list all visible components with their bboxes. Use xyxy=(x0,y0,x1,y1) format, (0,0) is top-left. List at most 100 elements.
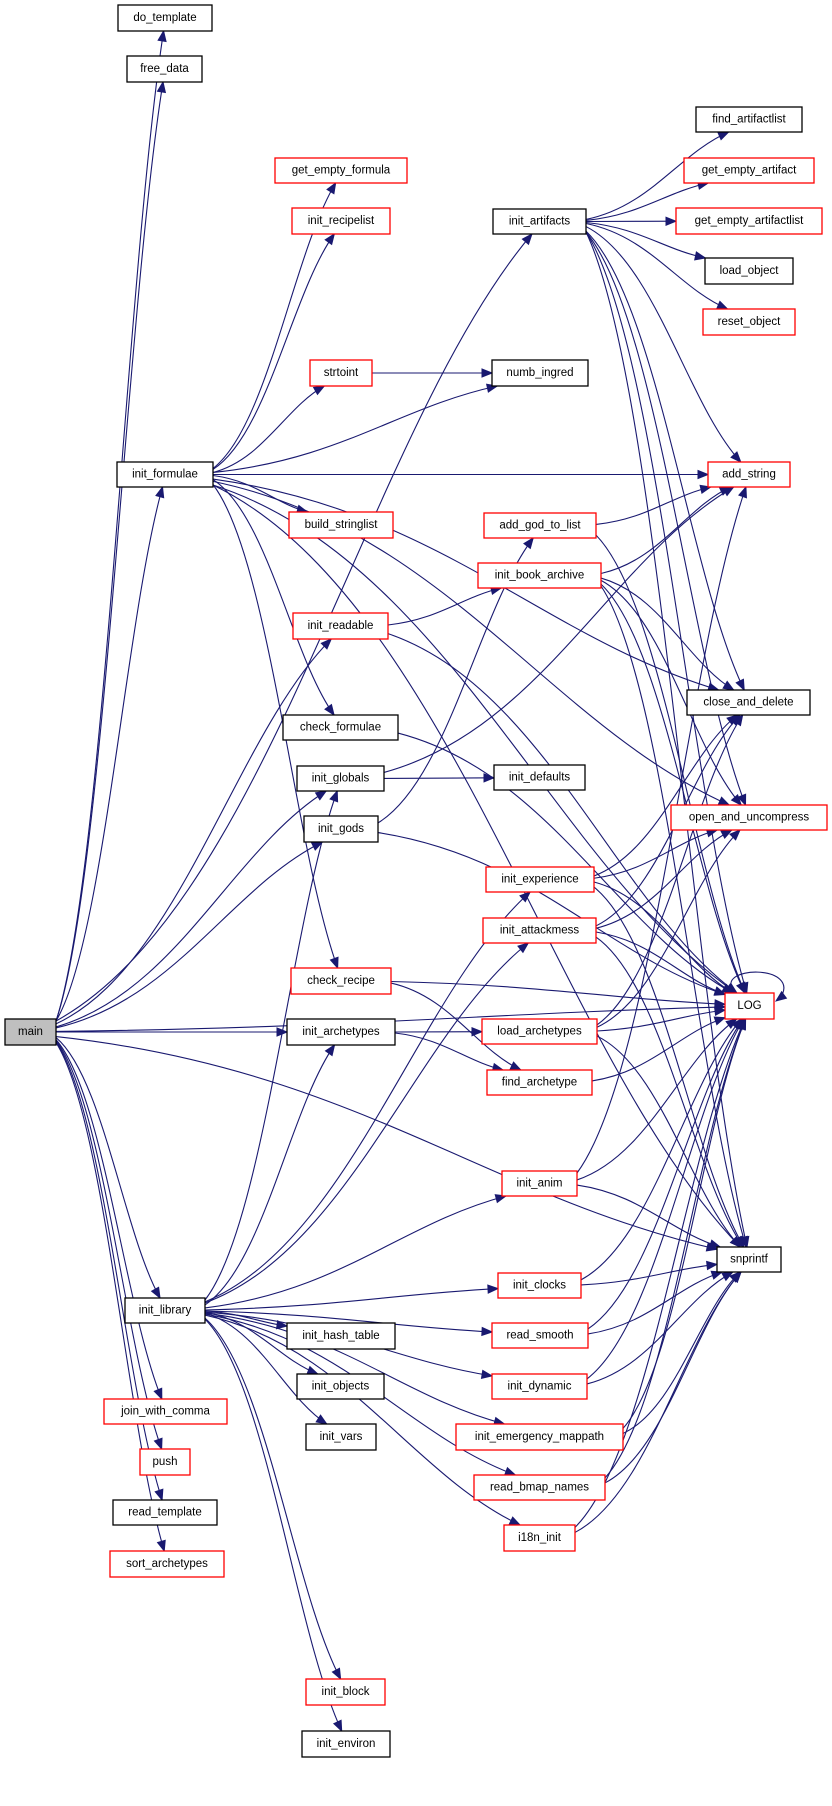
edge-init-emergency-mappath-to-log-line xyxy=(622,1018,747,1429)
node-check-formulae[interactable]: check_formulae xyxy=(282,714,399,741)
node-read-smooth-label: read_smooth xyxy=(506,1330,573,1342)
edge-init-attackmess-to-log xyxy=(595,931,727,996)
node-load-object-label: load_object xyxy=(720,265,780,277)
edge-load-archetypes-to-close-and-delete-line xyxy=(596,714,744,1026)
edge-load-archetypes-to-snprintf-arrowhead xyxy=(729,1236,742,1248)
edge-init-anim-to-snprintf-arrowhead xyxy=(708,1239,722,1249)
node-init-environ[interactable]: init_environ xyxy=(301,1730,391,1758)
node-init-dynamic[interactable]: init_dynamic xyxy=(491,1373,588,1400)
node-numb-ingred[interactable]: numb_ingred xyxy=(491,359,589,387)
node-init-block-box xyxy=(305,1678,386,1706)
edge-main-to-sort-archetypes-arrowhead xyxy=(156,1539,166,1553)
node-init-readable[interactable]: init_readable xyxy=(292,612,389,640)
node-init-emergency-mappath[interactable]: init_emergency_mappath xyxy=(455,1423,624,1451)
edge-init-formulae-to-check-recipe-arrowhead xyxy=(329,956,339,970)
node-snprintf[interactable]: snprintf xyxy=(716,1246,782,1273)
node-get-empty-artifactlist[interactable]: get_empty_artifactlist xyxy=(675,207,823,235)
edge-init-gods-to-add-god-to-list-arrowhead xyxy=(523,536,535,550)
edge-init-globals-to-add-string-arrowhead xyxy=(722,486,735,497)
node-find-artifactlist[interactable]: find_artifactlist xyxy=(695,106,803,133)
node-strtoint[interactable]: strtoint xyxy=(309,359,373,387)
edge-check-recipe-to-log xyxy=(390,980,727,1009)
node-init-experience-label: init_experience xyxy=(501,874,578,886)
node-free-data[interactable]: free_data xyxy=(126,55,203,83)
node-init-library[interactable]: init_library xyxy=(124,1297,206,1324)
edge-init-formulae-to-add-string xyxy=(213,469,710,480)
node-read-template[interactable]: read_template xyxy=(112,1499,218,1526)
node-init-clocks-label: init_clocks xyxy=(513,1280,566,1292)
node-push[interactable]: push xyxy=(139,1448,191,1476)
node-init-archetypes-label: init_archetypes xyxy=(302,1026,380,1038)
node-read-smooth[interactable]: read_smooth xyxy=(491,1322,589,1349)
edge-main-to-init-formulae xyxy=(55,485,165,1022)
edge-init-library-to-init-globals xyxy=(204,789,339,1301)
node-init-anim-label: init_anim xyxy=(516,1178,562,1190)
node-add-string[interactable]: add_string xyxy=(707,461,791,488)
node-init-dynamic-label: init_dynamic xyxy=(508,1381,572,1393)
edge-main-to-init-library xyxy=(55,1037,161,1300)
node-init-hash-table[interactable]: init_hash_table xyxy=(286,1322,396,1350)
node-do-template[interactable]: do_template xyxy=(117,4,213,32)
node-log[interactable]: LOG xyxy=(724,992,775,1020)
edge-load-archetypes-to-close-and-delete-arrowhead xyxy=(732,713,744,727)
edge-main-to-snprintf-line xyxy=(55,1036,718,1250)
node-reset-object-label: reset_object xyxy=(718,316,781,328)
node-init-vars[interactable]: init_vars xyxy=(305,1423,377,1451)
node-check-recipe[interactable]: check_recipe xyxy=(290,967,392,995)
node-close-and-delete[interactable]: close_and_delete xyxy=(686,689,811,716)
node-init-archetypes[interactable]: init_archetypes xyxy=(286,1018,396,1046)
node-init-block[interactable]: init_block xyxy=(305,1678,386,1706)
edge-log-to-log xyxy=(730,971,788,1002)
edge-init-attackmess-to-log-line xyxy=(595,931,726,995)
edge-init-readable-to-init-book-archive-line xyxy=(387,587,502,626)
edge-main-to-init-artifacts-line xyxy=(55,233,533,1022)
edge-i18n-init-to-log-arrowhead xyxy=(736,1017,746,1031)
node-reset-object[interactable]: reset_object xyxy=(702,308,796,336)
node-join-with-comma[interactable]: join_with_comma xyxy=(103,1398,228,1425)
edge-init-experience-to-snprintf-line xyxy=(593,886,745,1248)
node-load-object[interactable]: load_object xyxy=(704,257,794,285)
node-sort-archetypes[interactable]: sort_archetypes xyxy=(109,1550,225,1578)
edge-init-library-to-init-experience-line xyxy=(204,891,531,1303)
node-init-anim[interactable]: init_anim xyxy=(501,1170,578,1197)
edge-init-clocks-to-log-line xyxy=(580,1018,742,1281)
node-init-artifacts[interactable]: init_artifacts xyxy=(492,208,587,235)
edge-init-artifacts-to-load-object-line xyxy=(585,221,706,259)
edge-init-artifacts-to-close-and-delete xyxy=(585,230,745,692)
node-sort-archetypes-label: sort_archetypes xyxy=(126,1558,208,1570)
node-init-experience-box xyxy=(485,866,595,893)
node-init-defaults-label: init_defaults xyxy=(509,772,571,784)
edge-init-artifacts-to-get-empty-artifact-line xyxy=(585,182,709,222)
node-get-empty-artifact[interactable]: get_empty_artifact xyxy=(683,157,815,184)
edge-init-artifacts-to-find-artifactlist-arrowhead xyxy=(717,131,730,141)
node-i18n-init[interactable]: i18n_init xyxy=(503,1524,576,1552)
node-init-gods[interactable]: init_gods xyxy=(303,815,379,843)
node-add-god-to-list[interactable]: add_god_to_list xyxy=(483,512,597,539)
node-load-archetypes[interactable]: load_archetypes xyxy=(481,1018,598,1045)
edge-init-formulae-to-strtoint-arrowhead xyxy=(312,385,326,396)
node-add-god-to-list-box xyxy=(483,512,597,539)
node-init-globals-box xyxy=(296,765,385,792)
node-init-dynamic-box xyxy=(491,1373,588,1400)
node-init-objects[interactable]: init_objects xyxy=(296,1373,385,1400)
node-init-experience[interactable]: init_experience xyxy=(485,866,595,893)
node-numb-ingred-box xyxy=(491,359,589,387)
node-init-formulae[interactable]: init_formulae xyxy=(116,461,214,488)
node-init-attackmess[interactable]: init_attackmess xyxy=(482,917,597,944)
node-init-recipelist[interactable]: init_recipelist xyxy=(291,207,391,235)
node-open-and-uncompress[interactable]: open_and_uncompress xyxy=(670,804,828,831)
edge-init-formulae-to-check-recipe-line xyxy=(212,484,339,969)
node-read-bmap-names[interactable]: read_bmap_names xyxy=(473,1474,606,1501)
node-get-empty-formula[interactable]: get_empty_formula xyxy=(274,157,408,184)
node-init-clocks[interactable]: init_clocks xyxy=(497,1272,582,1299)
node-init-gods-label: init_gods xyxy=(318,823,364,835)
node-main[interactable]: main xyxy=(4,1018,57,1046)
node-find-archetype[interactable]: find_archetype xyxy=(486,1069,593,1096)
node-log-box xyxy=(724,992,775,1020)
node-init-globals[interactable]: init_globals xyxy=(296,765,385,792)
node-init-book-archive[interactable]: init_book_archive xyxy=(477,562,602,589)
node-init-defaults[interactable]: init_defaults xyxy=(493,764,586,791)
node-init-artifacts-label: init_artifacts xyxy=(509,216,571,228)
node-strtoint-box xyxy=(309,359,373,387)
node-build-stringlist[interactable]: build_stringlist xyxy=(288,511,394,539)
